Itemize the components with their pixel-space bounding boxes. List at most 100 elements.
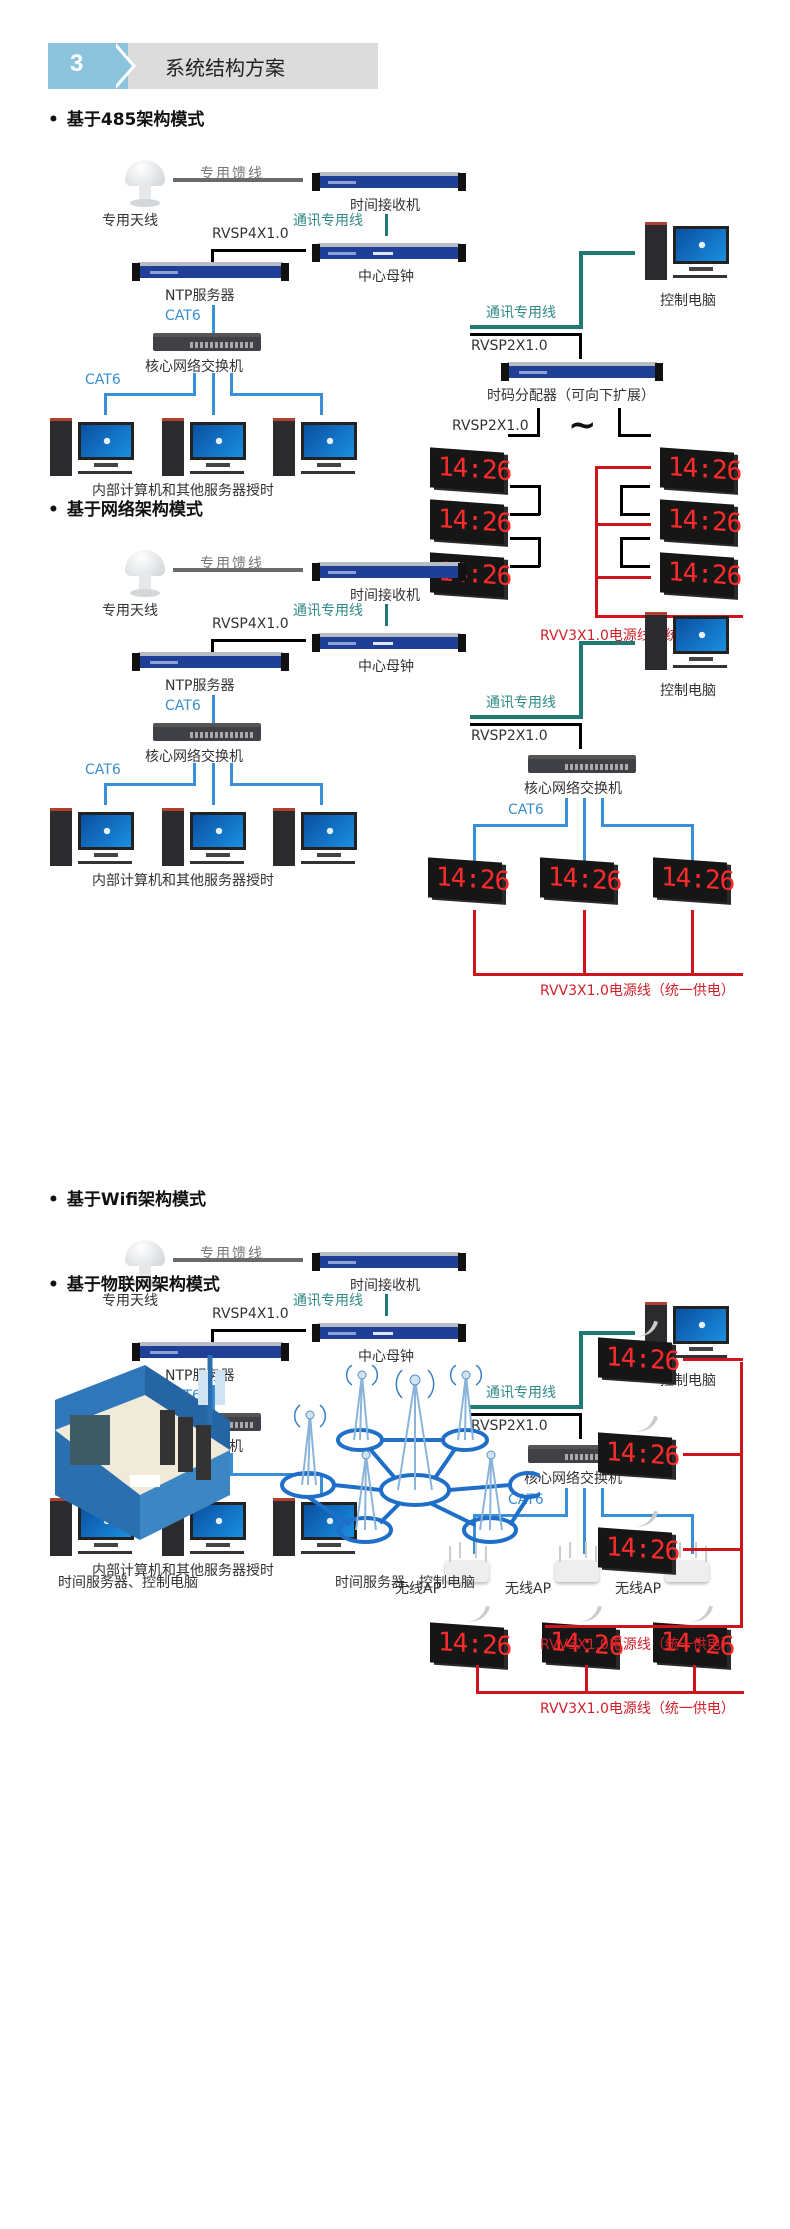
rvsp2x-label: RVSP2X1.0 <box>471 338 548 354</box>
wireless-signal-icon <box>627 1504 659 1532</box>
led-clock: 14:26 <box>540 857 621 903</box>
comm-line-label-2: 通讯专用线 <box>486 305 556 321</box>
master-clock-device <box>312 1323 466 1342</box>
wireless-ap-icon <box>445 1546 489 1582</box>
antenna-base <box>130 199 160 207</box>
cat6-branch <box>320 393 323 415</box>
cat6-branch <box>212 373 215 415</box>
monitor-stand <box>317 853 341 857</box>
daisy-line <box>510 485 540 488</box>
antenna-label: 专用天线 <box>102 213 158 229</box>
led-clock-left: 14:26 <box>430 447 511 493</box>
antenna-label: 专用天线 <box>102 1293 158 1309</box>
comm-line-label-2: 通讯专用线 <box>486 1385 556 1401</box>
monitor-icon <box>301 1502 357 1540</box>
cat6-line-ntp-switch <box>212 1385 215 1418</box>
ntp-server-label: NTP服务器 <box>165 678 235 694</box>
daisy-line <box>510 513 540 516</box>
daisy-line <box>620 485 623 515</box>
header-arrow <box>112 43 132 89</box>
clock-time: 14:26 <box>661 861 735 898</box>
clock-time: 14:26 <box>606 1341 680 1378</box>
ntp-server-device <box>132 262 289 281</box>
comm-line-h2 <box>579 1331 635 1335</box>
monitor-icon <box>673 226 729 264</box>
rs485-line-v2 <box>579 723 582 749</box>
daisy-line <box>620 537 650 540</box>
monitor-stand <box>317 1543 341 1547</box>
clock-time: 14:26 <box>606 1436 680 1473</box>
distributor-label: 时码分配器（可向下扩展） <box>487 388 655 404</box>
led-clock-left: 14:26 <box>430 499 511 545</box>
power-line-drop <box>583 910 586 975</box>
keyboard-icon <box>78 1551 132 1554</box>
clock-time: 14:26 <box>548 861 622 898</box>
clock-time: 14:26 <box>668 556 742 593</box>
comm-line-label-2: 通讯专用线 <box>486 695 556 711</box>
cat6-branch <box>320 1473 323 1495</box>
keyboard-icon <box>78 471 132 474</box>
control-pc-label: 控制电脑 <box>660 1373 716 1389</box>
rs485-line-h2 <box>470 333 582 336</box>
master-clock-device <box>312 633 466 652</box>
antenna-icon <box>125 160 165 186</box>
antenna-base <box>130 589 160 597</box>
led-clock: 14:26 <box>598 1432 679 1478</box>
cat6-branch <box>565 798 568 826</box>
bus-line <box>537 408 540 436</box>
cat6-branch <box>104 783 196 786</box>
power-line-branch <box>683 1548 743 1551</box>
wireless-ap-label: 无线AP <box>395 1581 442 1597</box>
pc-tower-icon <box>50 808 72 866</box>
led-clock: 14:26 <box>653 857 734 903</box>
monitor-icon <box>190 422 246 460</box>
cat6-branch <box>473 824 476 864</box>
power-line-drop <box>476 1665 479 1693</box>
power-line-bottom <box>476 1691 744 1694</box>
core-switch-label: 核心网络交换机 <box>145 749 243 765</box>
cat6-branch <box>320 783 323 805</box>
antenna-stem <box>139 184 151 202</box>
rvsp2x-label: RVSP2X1.0 <box>471 1418 548 1434</box>
master-clock-label: 中心母钟 <box>358 269 414 285</box>
header-bar <box>118 43 378 89</box>
comm-line-h <box>470 325 582 329</box>
time-code-distributor-device <box>501 362 663 381</box>
section-title: 基于网络架构模式 <box>48 495 203 520</box>
pc-tower-icon <box>162 808 184 866</box>
keyboard-icon <box>301 1551 355 1554</box>
cat6-branch <box>230 393 322 396</box>
cat6-branch <box>601 1514 693 1517</box>
power-line-label: RVV3X1.0电源线（统一供电） <box>540 1701 735 1717</box>
power-line-branch <box>595 576 651 579</box>
comm-line-v <box>579 1332 583 1409</box>
rs485-line-h <box>211 249 306 252</box>
cat6-branch <box>104 393 196 396</box>
monitor-stand <box>206 853 230 857</box>
comm-line-receiver-clock <box>385 1294 388 1316</box>
core-switch-label-2: 核心网络交换机 <box>524 1471 622 1487</box>
power-line-branch <box>683 1453 743 1456</box>
cat6-label-2: CAT6 <box>85 372 121 388</box>
rs485-line-h2 <box>470 1413 582 1416</box>
control-pc-label: 控制电脑 <box>660 683 716 699</box>
time-receiver-label: 时间接收机 <box>350 1278 420 1294</box>
time-receiver-label: 时间接收机 <box>350 588 420 604</box>
clients-label: 内部计算机和其他服务器授时 <box>92 1563 274 1579</box>
cat6-branch <box>230 783 322 786</box>
wireless-ap-label: 无线AP <box>615 1581 662 1597</box>
cat6-branch <box>601 798 604 826</box>
cat6-branch <box>212 763 215 805</box>
led-clock: 14:26 <box>598 1337 679 1383</box>
cat6-branch <box>104 783 107 805</box>
feed-line <box>173 568 303 572</box>
cat6-branch <box>230 1473 322 1476</box>
monitor-stand <box>206 1543 230 1547</box>
ntp-server-label: NTP服务器 <box>165 288 235 304</box>
server-room-illustration <box>55 1355 230 1540</box>
clock-time: 14:26 <box>438 1626 512 1663</box>
cat6-branch <box>473 1514 476 1554</box>
cat6-line-ntp-switch <box>212 305 215 338</box>
clock-time: 14:26 <box>438 503 512 540</box>
rs485-line-h2 <box>470 723 582 726</box>
